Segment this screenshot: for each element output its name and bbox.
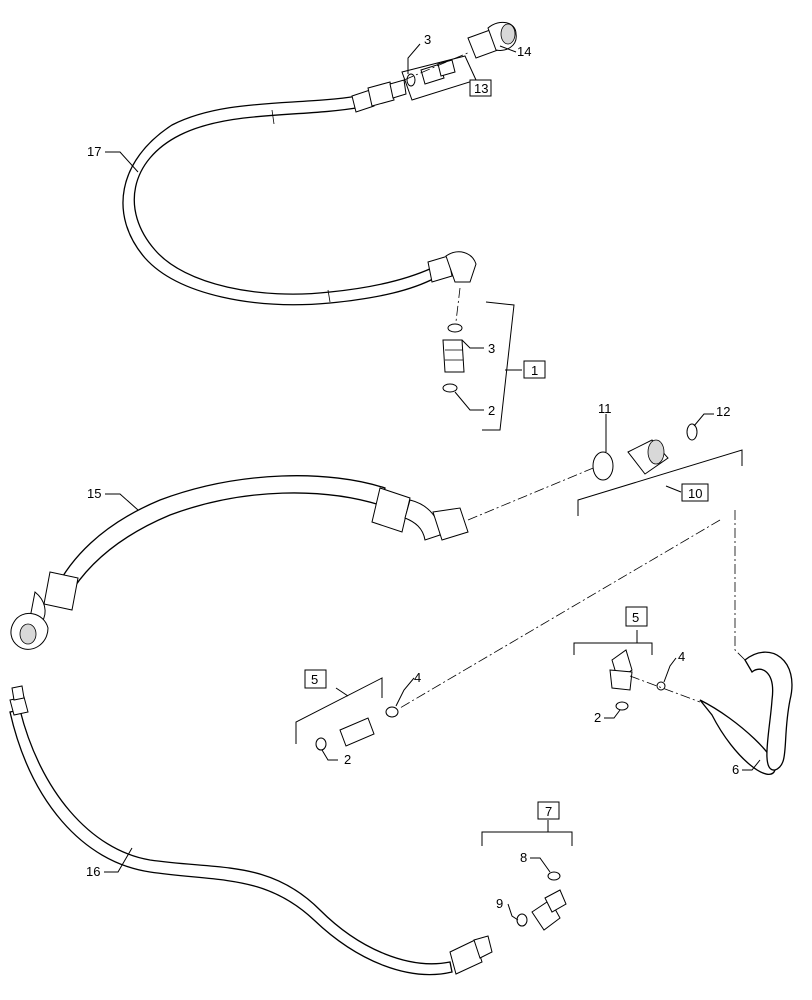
callout-15: 15 <box>87 486 101 501</box>
o-ring-2-right <box>615 701 629 711</box>
fitting-group-5-left <box>295 677 399 751</box>
fitting-16-right <box>449 939 483 975</box>
callout-4-left: 4 <box>414 670 421 685</box>
callout-1-box <box>523 360 546 379</box>
o-ring-4-right <box>656 681 666 691</box>
callout-10-box <box>681 483 709 502</box>
callout-7-box <box>537 801 560 820</box>
callout-17: 17 <box>87 144 101 159</box>
adapter-5-left <box>339 717 375 747</box>
o-ring-2 <box>442 383 458 393</box>
o-ring-3-top <box>406 73 416 87</box>
crimp-sleeve-15-left <box>43 571 79 611</box>
callout-5-right: 5 <box>632 610 639 625</box>
callout-8: 8 <box>520 850 527 865</box>
crimp-sleeve-15-right <box>371 487 411 533</box>
o-ring-2-left <box>315 737 327 751</box>
callout-13-box <box>469 79 492 97</box>
o-ring-9 <box>516 913 528 927</box>
fitting-group-13 <box>401 21 517 101</box>
callout-13: 13 <box>474 81 488 96</box>
callout-3: 3 <box>488 341 495 356</box>
callout-9: 9 <box>496 896 503 911</box>
nut-15-right <box>432 507 469 541</box>
callout-7: 7 <box>545 804 552 819</box>
callout-2-left: 2 <box>344 752 351 767</box>
fitting-group-10 <box>577 423 743 516</box>
o-ring-3 <box>447 323 463 333</box>
callout-2-right: 2 <box>594 710 601 725</box>
callout-5-box-left <box>304 669 327 689</box>
callout-10: 10 <box>688 486 702 501</box>
fitting-group-1 <box>442 287 522 431</box>
callout-5-left: 5 <box>311 672 318 687</box>
o-ring-11 <box>592 451 614 481</box>
callout-4-right: 4 <box>678 649 685 664</box>
callout-3-top: 3 <box>424 32 431 47</box>
hose-6 <box>699 651 793 775</box>
callout-11: 11 <box>598 401 612 416</box>
callout-12: 12 <box>716 404 730 419</box>
callout-16: 16 <box>86 864 100 879</box>
adapter-13 <box>420 63 445 85</box>
o-ring-12 <box>686 423 698 441</box>
hose-16 <box>9 685 493 976</box>
o-ring-4-left <box>385 706 399 718</box>
callout-1: 1 <box>531 363 538 378</box>
adapter-1 <box>442 339 465 373</box>
o-ring-8 <box>547 871 561 881</box>
callout-2-upper: 2 <box>488 403 495 418</box>
callout-5-box-right <box>625 606 648 627</box>
callout-6: 6 <box>732 762 739 777</box>
fitting-group-5-right <box>573 630 701 711</box>
hose-17 <box>122 79 477 306</box>
leader-lines <box>104 43 761 921</box>
hose-15 <box>10 465 599 650</box>
fitting-group-7 <box>481 820 573 931</box>
callout-14: 14 <box>517 44 531 59</box>
